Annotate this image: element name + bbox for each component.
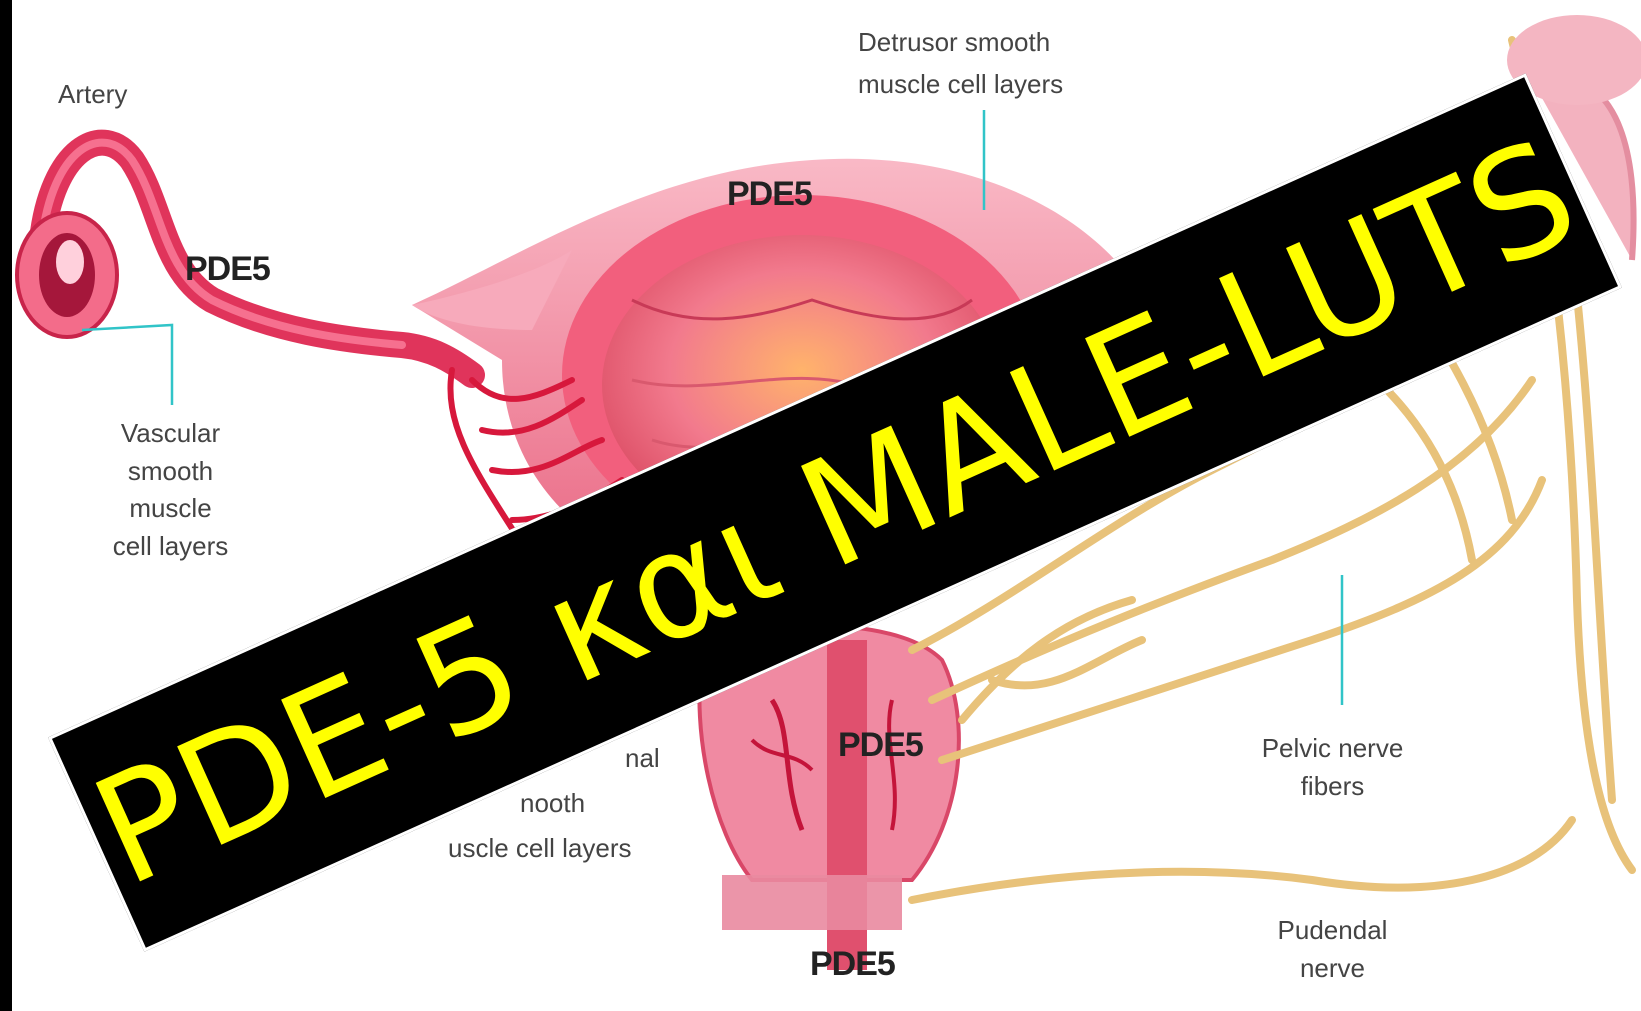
pde5-label-urethra: PDE5 [810,945,895,984]
pde5-label-artery: PDE5 [185,250,270,289]
label-vascular-smooth-muscle: Vascular smooth muscle cell layers [88,415,253,566]
label-pudendal-nerve: Pudendal nerve [1260,912,1405,987]
pde5-label-prostate: PDE5 [838,726,923,765]
label-artery: Artery [58,76,127,114]
label-pelvic-nerve-fibers: Pelvic nerve fibers [1245,730,1420,805]
label-internal-partial-2: nooth [520,785,585,823]
label-internal-partial-1: nal [625,740,660,778]
label-detrusor-line2: muscle cell layers [858,66,1063,104]
label-internal-partial-3: uscle cell layers [448,830,632,868]
label-detrusor-line1: Detrusor smooth [858,24,1050,62]
pde5-label-bladder: PDE5 [727,175,812,214]
